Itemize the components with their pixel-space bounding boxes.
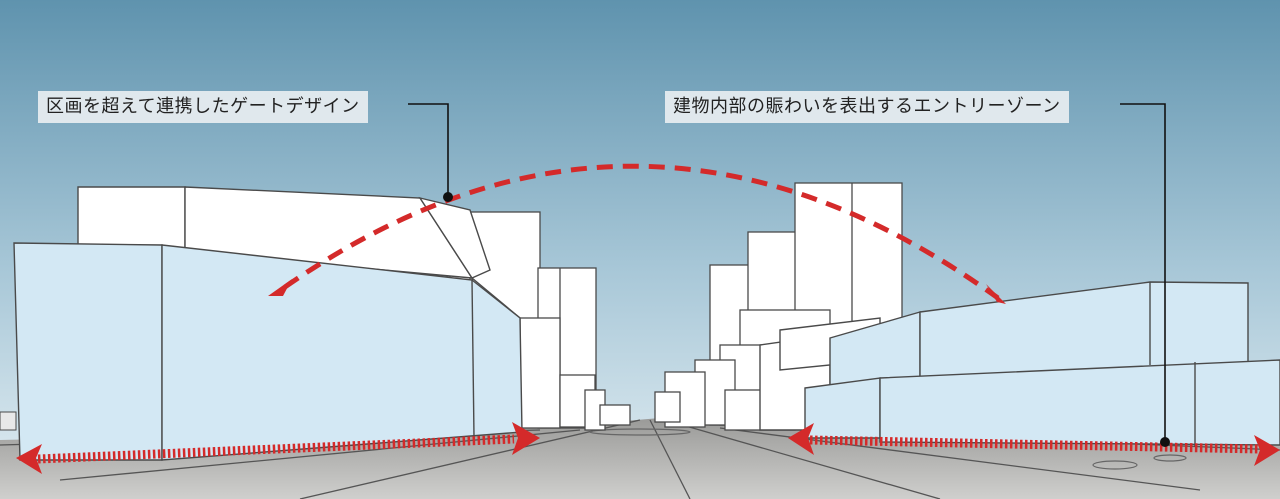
double-arrow-dotted-icon [16, 422, 1280, 474]
gate-design-label: 区画を超えて連携したゲートデザイン [38, 91, 368, 123]
leader-dot-icon [1160, 437, 1170, 447]
double-arrow-dashed-icon [268, 163, 1006, 304]
right-highlight-block [804, 281, 1280, 447]
entry-zone-label: 建物内部の賑わいを表出するエントリーゾーン [665, 91, 1069, 123]
manholes [589, 428, 1187, 470]
leader-lines [408, 103, 1166, 442]
left-highlight-block [13, 242, 523, 461]
left-wall-strip [0, 411, 17, 431]
leader-dot-icon [443, 192, 453, 202]
